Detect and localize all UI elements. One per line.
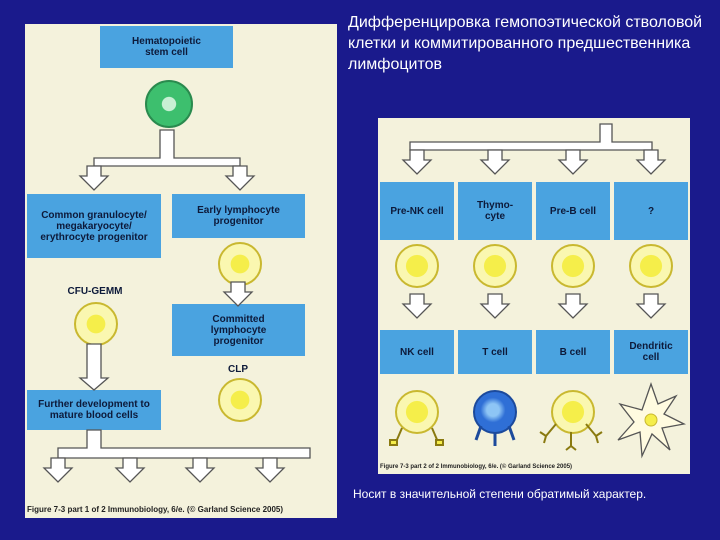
thymocyte-box: Thymo-cyte [458,182,532,240]
arrow-to-elp [225,165,255,191]
b-receptors [539,423,603,451]
pre-b-label: Pre-B cell [549,205,597,217]
pre-b-box: Pre-B cell [536,182,610,240]
arrow-to-b [558,293,588,319]
dendritic-label: Dendritic cell [629,341,673,363]
pre-nk-label: Pre-NK cell [390,205,444,217]
elp-label: Early lymphocyte progenitor [197,205,280,227]
thymocyte-label: Thymo-cyte [476,200,514,222]
nk-cell [395,390,439,434]
pre-b-cell [551,244,595,288]
hsc-label: Hematopoietic stem cell [132,36,201,58]
clp-box: Committed lymphocyte progenitor [172,304,305,356]
t-cell-label: T cell [482,346,508,358]
cmp-box: Common granulocyte/ megakaryocyte/ eryth… [27,194,161,258]
arrow-to-dendritic [636,293,666,319]
slide-note: Носит в значительной степени обратимый х… [353,487,647,501]
t-receptors [474,425,516,446]
pre-nk-cell [395,244,439,288]
unknown-label: ? [647,205,655,217]
nk-receptors [389,427,444,446]
b-cell-label: B cell [559,346,587,358]
b-cell-box: B cell [536,330,610,374]
cmp-label: Common granulocyte/ megakaryocyte/ eryth… [40,209,148,243]
hsc-box: Hematopoietic stem cell [100,26,233,68]
dendritic-box: Dendritic cell [614,330,688,374]
slide-title: Дифференцировка гемопоэтической стволово… [348,14,703,73]
unknown-box: ? [614,182,688,240]
clp-cell [218,378,262,422]
hsc-cell [145,80,193,128]
further-box: Further development to mature blood cell… [27,390,161,430]
clp-label: CLP [228,364,248,375]
nk-label: NK cell [400,346,434,358]
left-caption: Figure 7-3 part 1 of 2 Immunobiology, 6/… [27,505,284,514]
t-cell-box: T cell [458,330,532,374]
unknown-cell [629,244,673,288]
clp-box-label: Committed lymphocyte progenitor [210,313,267,347]
pre-nk-box: Pre-NK cell [380,182,454,240]
arrow-to-clp [223,281,253,307]
nk-box: NK cell [380,330,454,374]
elp-box: Early lymphocyte progenitor [172,194,305,238]
arrow-to-nk [402,293,432,319]
arrow-to-cmp [79,165,109,191]
cfu-gemm-label: CFU-GEMM [67,286,123,297]
right-caption: Figure 7-3 part 2 of 2 Immunobiology, 6/… [380,464,573,470]
thymocyte-cell [473,244,517,288]
arrow-to-t [480,293,510,319]
further-label: Further development to mature blood cell… [38,399,150,421]
